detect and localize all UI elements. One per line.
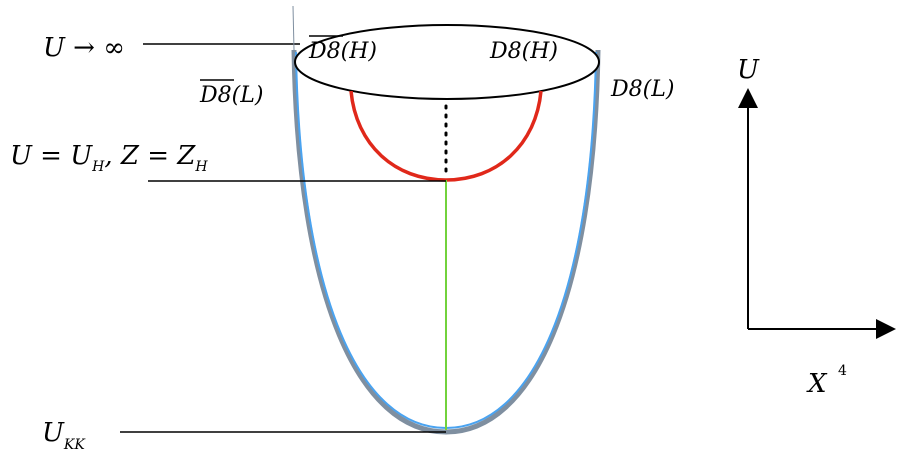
- d8-brane-left: [295, 51, 447, 429]
- boundary-ellipse: [294, 24, 600, 100]
- label-d8-l: D8(L): [610, 77, 674, 102]
- label-horizon-u: U = UH, Z = ZH: [10, 141, 208, 175]
- label-ukk: UKK: [42, 418, 86, 453]
- label-d8-h: D8(H): [489, 39, 558, 64]
- d8-brane-right: [445, 51, 597, 429]
- label-d8bar-l: D8(L): [199, 83, 263, 108]
- label-u-infinity: U → ∞: [43, 33, 125, 63]
- label-axis-x: X: [806, 369, 828, 399]
- label-d8bar-h: D8(H): [308, 39, 377, 64]
- label-axis-u: U: [737, 55, 760, 85]
- top-tick: [292, 5, 295, 51]
- label-axis-x-superscript: 4: [838, 363, 847, 379]
